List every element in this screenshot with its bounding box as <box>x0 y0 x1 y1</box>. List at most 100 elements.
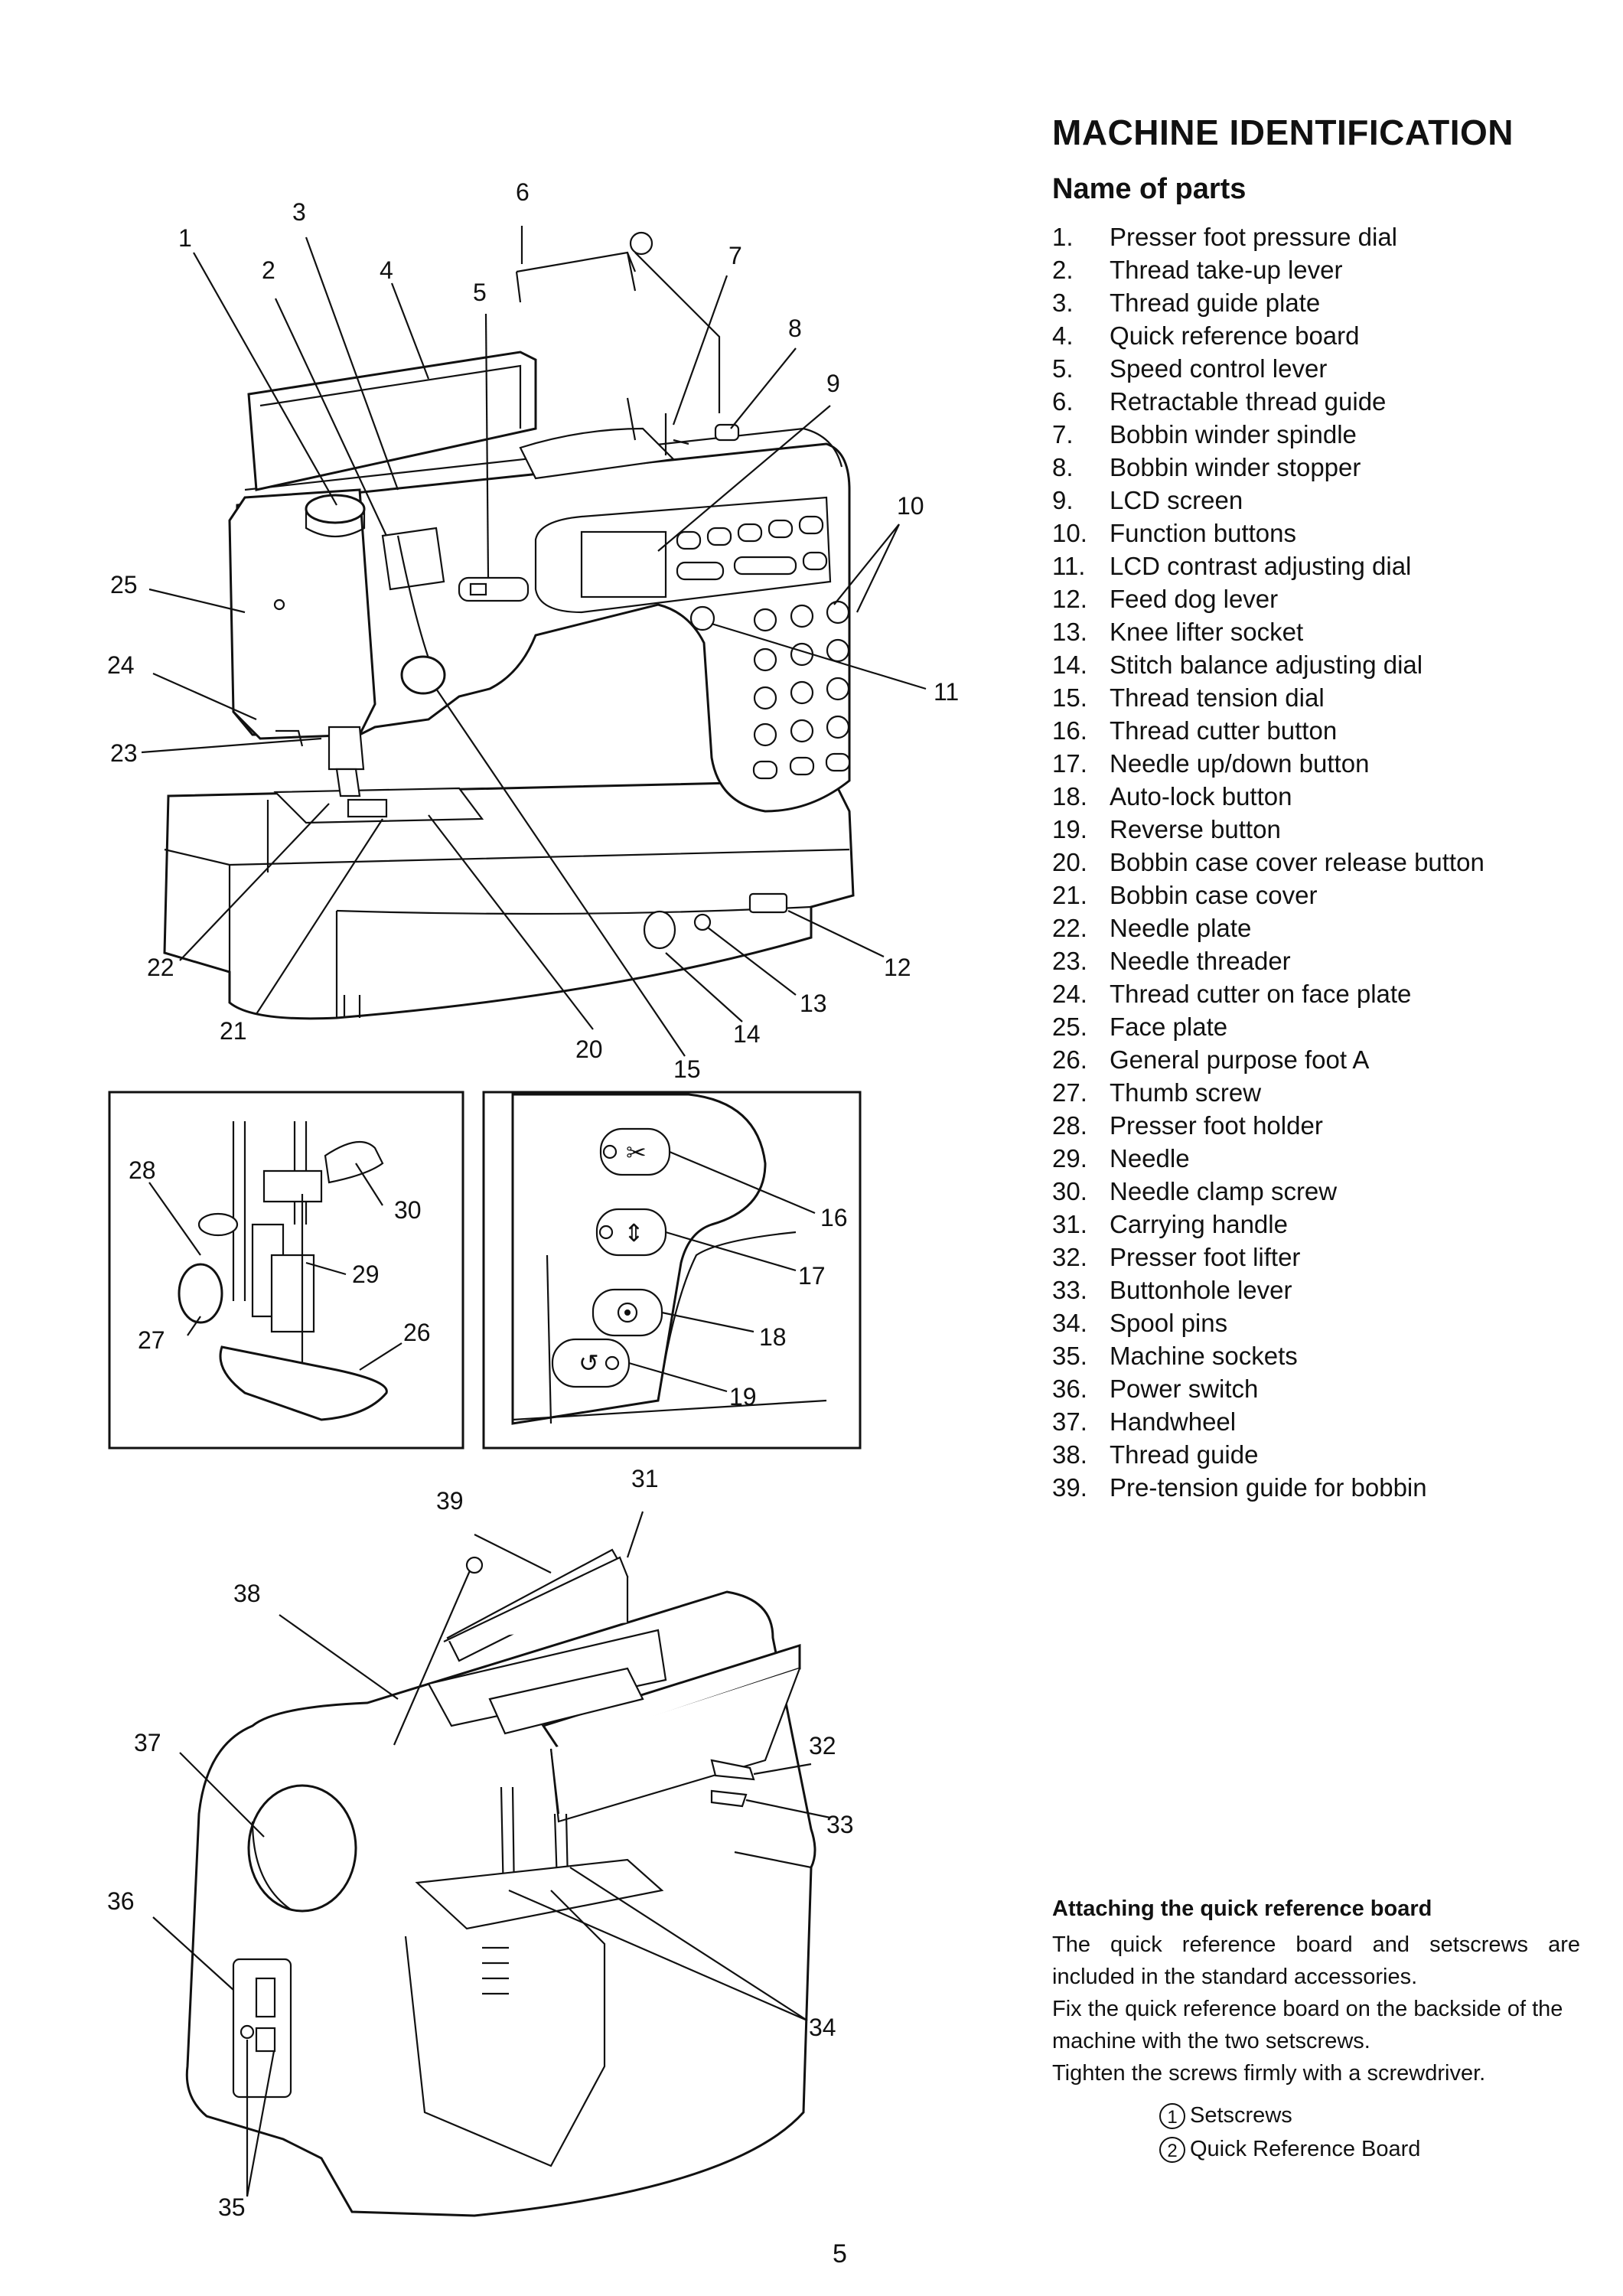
callout-18: 18 <box>759 1323 787 1351</box>
part-number: 13. <box>1052 618 1087 646</box>
attach-paragraph-1: The quick reference board and setscrews … <box>1052 1932 1580 1989</box>
part-item: 36.Power switch <box>1052 1372 1484 1405</box>
legend-label: Setscrews <box>1190 2103 1292 2128</box>
callout-13: 13 <box>800 990 827 1017</box>
callout-24: 24 <box>107 651 135 679</box>
legend-number: 1 <box>1159 2103 1185 2130</box>
part-number: 35. <box>1052 1342 1087 1370</box>
part-item: 30.Needle clamp screw <box>1052 1175 1484 1208</box>
callout-14: 14 <box>733 1020 761 1048</box>
part-label: Needle up/down button <box>1110 749 1370 778</box>
callout-20: 20 <box>575 1035 603 1063</box>
part-label: Retractable thread guide <box>1110 387 1387 416</box>
part-number: 24. <box>1052 980 1087 1008</box>
part-item: 15.Thread tension dial <box>1052 681 1484 714</box>
part-number: 16. <box>1052 716 1087 745</box>
part-label: Function buttons <box>1110 519 1296 547</box>
callout-16: 16 <box>820 1204 848 1231</box>
needle-up-down-icon: ⇕ <box>624 1219 644 1247</box>
part-item: 33. Buttonhole lever <box>1052 1274 1484 1306</box>
part-label: Bobbin case cover release button <box>1110 848 1484 876</box>
callout-2: 2 <box>262 256 275 284</box>
callout-37: 37 <box>134 1729 161 1756</box>
part-item: 18. Auto-lock button <box>1052 780 1484 813</box>
part-item: 34.Spool pins <box>1052 1306 1484 1339</box>
part-label: Carrying handle <box>1110 1210 1288 1238</box>
callout-6: 6 <box>516 178 530 206</box>
part-item: 24. Thread cutter on face plate <box>1052 977 1484 1010</box>
callout-11: 11 <box>934 678 959 706</box>
callout-17: 17 <box>798 1262 826 1290</box>
part-number: 2. <box>1052 256 1074 284</box>
part-item: 7.Bobbin winder spindle <box>1052 418 1484 451</box>
part-number: 1. <box>1052 223 1074 251</box>
part-number: 20. <box>1052 848 1087 876</box>
part-number: 39. <box>1052 1473 1087 1502</box>
part-item: 29.Needle <box>1052 1142 1484 1175</box>
part-label: Bobbin winder spindle <box>1110 420 1357 448</box>
scissors-icon: ✂ <box>626 1139 647 1166</box>
part-item: 11.LCD contrast adjusting dial <box>1052 550 1484 582</box>
part-item: 9.LCD screen <box>1052 484 1484 517</box>
part-number: 34. <box>1052 1309 1087 1337</box>
callout-12: 12 <box>884 954 911 981</box>
callout-34: 34 <box>809 2014 836 2041</box>
part-item: 28.Presser foot holder <box>1052 1109 1484 1142</box>
callout-38: 38 <box>233 1580 261 1607</box>
machine-diagrams: 1 2 3 4 5 6 7 8 9 10 11 12 13 14 15 20 2… <box>107 178 959 2219</box>
callout-27: 27 <box>138 1326 165 1354</box>
part-item: 12. Feed dog lever <box>1052 582 1484 615</box>
callout-22: 22 <box>147 954 174 981</box>
callout-30: 30 <box>394 1196 422 1224</box>
part-label: Pre-tension guide for bobbin <box>1110 1473 1427 1502</box>
page-heading: MACHINE IDENTIFICATION <box>1052 113 1514 152</box>
callout-26: 26 <box>403 1319 431 1346</box>
callout-3: 3 <box>292 198 306 226</box>
part-item: 1. Presser foot pressure dial <box>1052 220 1484 253</box>
part-item: 38.Thread guide <box>1052 1438 1484 1471</box>
part-label: Thread guide <box>1110 1440 1259 1469</box>
part-label: Feed dog lever <box>1110 585 1279 613</box>
part-label: Presser foot pressure dial <box>1110 223 1398 251</box>
part-label: Power switch <box>1110 1375 1259 1403</box>
part-label: Presser foot lifter <box>1110 1243 1301 1271</box>
part-item: 32. Presser foot lifter <box>1052 1241 1484 1274</box>
part-number: 5. <box>1052 354 1074 383</box>
buttons-detail: ✂ ⇕ ↺ 16 17 18 19 <box>482 1091 862 1450</box>
part-label: Buttonhole lever <box>1110 1276 1292 1304</box>
callout-35: 35 <box>218 2193 246 2219</box>
callout-4: 4 <box>380 256 393 284</box>
part-item: 20. Bobbin case cover release button <box>1052 846 1484 879</box>
callout-19: 19 <box>729 1383 757 1411</box>
part-number: 8. <box>1052 453 1074 481</box>
part-number: 31. <box>1052 1210 1087 1238</box>
part-label: Auto-lock button <box>1110 782 1292 810</box>
part-item: 35. Machine sockets <box>1052 1339 1484 1372</box>
part-item: 4.Quick reference board <box>1052 319 1484 352</box>
part-label: Bobbin case cover <box>1110 881 1318 909</box>
part-number: 18. <box>1052 782 1087 810</box>
part-number: 29. <box>1052 1144 1087 1172</box>
part-number: 11. <box>1052 552 1086 580</box>
callout-29: 29 <box>352 1261 380 1288</box>
part-item: 25.Face plate <box>1052 1010 1484 1043</box>
part-number: 3. <box>1052 289 1074 317</box>
part-number: 12. <box>1052 585 1087 613</box>
part-label: Thread cutter on face plate <box>1110 980 1412 1008</box>
part-label: Knee lifter socket <box>1110 618 1304 646</box>
part-number: 32. <box>1052 1243 1087 1271</box>
callout-32: 32 <box>809 1732 836 1760</box>
part-item: 21.Bobbin case cover <box>1052 879 1484 912</box>
part-item: 3.Thread guide plate <box>1052 286 1484 319</box>
part-label: Bobbin winder stopper <box>1110 453 1361 481</box>
callout-23: 23 <box>110 739 138 767</box>
part-number: 25. <box>1052 1013 1087 1041</box>
part-label: Machine sockets <box>1110 1342 1298 1370</box>
part-number: 19. <box>1052 815 1087 843</box>
part-number: 30. <box>1052 1177 1087 1205</box>
callout-7: 7 <box>728 242 742 269</box>
part-item: 16.Thread cutter button <box>1052 714 1484 747</box>
part-number: 33. <box>1052 1276 1087 1304</box>
